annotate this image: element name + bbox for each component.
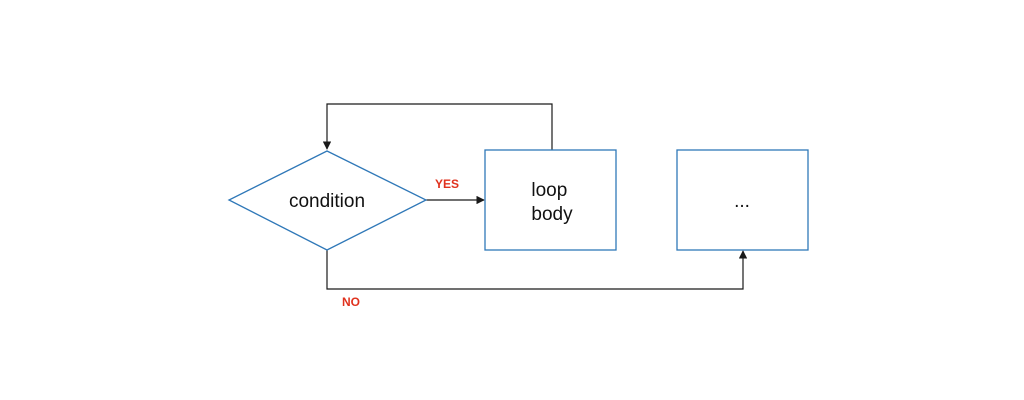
condition-label: condition bbox=[289, 191, 365, 212]
next-block-label: ... bbox=[734, 191, 750, 212]
loop-body-label-line-1: loop bbox=[531, 180, 567, 201]
loop-body-label: loop body bbox=[531, 180, 573, 225]
loop-body-box bbox=[484, 149, 617, 251]
loop-back-arrow bbox=[322, 103, 553, 150]
yes-label: YES bbox=[435, 177, 459, 191]
no-label: NO bbox=[342, 295, 360, 309]
condition-diamond bbox=[227, 150, 428, 251]
next-block-box bbox=[676, 149, 809, 251]
loop-body-label-line-2: body bbox=[531, 204, 573, 225]
no-arrow bbox=[326, 250, 748, 290]
